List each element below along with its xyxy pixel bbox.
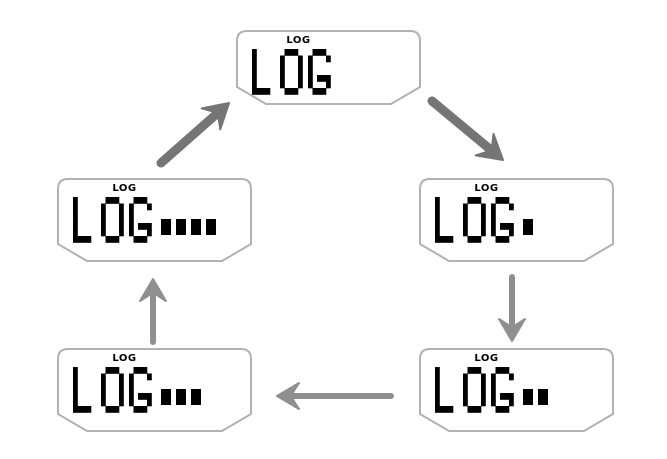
arrow-top-to-middle-right [427, 96, 504, 161]
lcd-display-log-2-bars: LOG [419, 348, 614, 432]
level-bars [161, 389, 201, 405]
log-main-text [435, 197, 515, 248]
lcd-display-log-4-bars: LOG [57, 178, 252, 262]
lcd-display-log-1-bar: LOG [419, 178, 614, 262]
level-bar [538, 389, 548, 405]
log-main-text [73, 367, 153, 418]
level-bar [191, 389, 201, 405]
level-bars [161, 219, 216, 235]
level-bar [176, 219, 186, 235]
arrow-bottom-right-to-bottom-left [276, 382, 394, 410]
log-indicator-label: LOG [112, 183, 137, 194]
level-bar [176, 389, 186, 405]
arrow-middle-left-to-top [156, 102, 230, 168]
log-main-text [73, 197, 153, 248]
level-bar [523, 219, 533, 235]
log-main-text [252, 49, 332, 100]
arrow-middle-right-to-bottom-right [498, 274, 526, 342]
log-indicator-label: LOG [286, 35, 311, 46]
lcd-display-log-0-bars: LOG [236, 30, 421, 105]
level-bar [191, 219, 201, 235]
level-bar [161, 389, 171, 405]
level-bar [161, 219, 171, 235]
log-indicator-label: LOG [474, 183, 499, 194]
log-indicator-label: LOG [474, 353, 499, 364]
level-bars [523, 219, 533, 235]
level-bar [206, 219, 216, 235]
log-indicator-label: LOG [112, 353, 137, 364]
level-bar [523, 389, 533, 405]
lcd-display-log-3-bars: LOG [57, 348, 252, 432]
level-bars [523, 389, 548, 405]
arrow-bottom-left-to-middle-left [139, 278, 167, 345]
log-main-text [435, 367, 515, 418]
